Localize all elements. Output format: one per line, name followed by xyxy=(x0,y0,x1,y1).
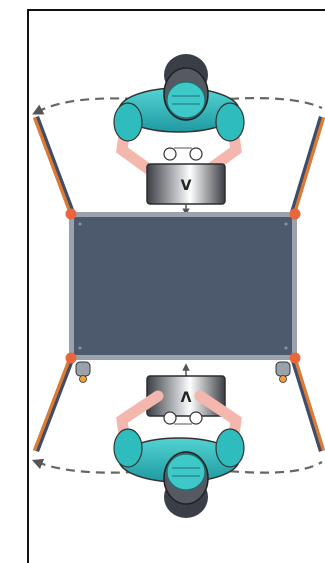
swing-arc-top-right xyxy=(214,97,323,110)
corner-joint-bottom-right xyxy=(289,352,301,364)
wheel-bottom-left xyxy=(75,361,91,377)
wheel-bottom-right xyxy=(275,361,291,377)
monitor-bottom-label: Λ xyxy=(181,390,192,406)
swing-panel-right-top xyxy=(290,116,325,214)
operator-top xyxy=(113,54,245,182)
swing-panel-right-bottom xyxy=(290,356,325,452)
corner-joint-top-right xyxy=(289,208,301,220)
operator-top-right-sleeve xyxy=(215,102,245,142)
frame-border xyxy=(27,9,325,563)
operator-bottom-left-hand xyxy=(163,411,177,425)
corner-joint-top-left xyxy=(65,208,77,220)
operator-bottom-left-sleeve xyxy=(113,428,143,468)
operator-bottom-right-hand xyxy=(189,411,203,425)
monitor-top: V xyxy=(146,163,226,205)
table-top xyxy=(74,217,292,355)
operator-top-left-hand xyxy=(163,147,177,161)
operator-bottom-right-sleeve xyxy=(215,428,245,468)
operator-top-right-hand xyxy=(189,147,203,161)
swing-arc-bottom-right xyxy=(214,461,323,474)
swing-panel-left-bottom xyxy=(33,356,75,452)
operator-bottom-mask xyxy=(166,453,206,491)
worktable xyxy=(65,208,301,383)
operator-bottom xyxy=(113,390,245,518)
operator-top-mask xyxy=(166,81,206,119)
operator-top-left-sleeve xyxy=(113,102,143,142)
swing-panel-left-top xyxy=(33,116,75,214)
monitor-top-label: V xyxy=(181,178,192,194)
corner-joint-bottom-left xyxy=(65,352,77,364)
